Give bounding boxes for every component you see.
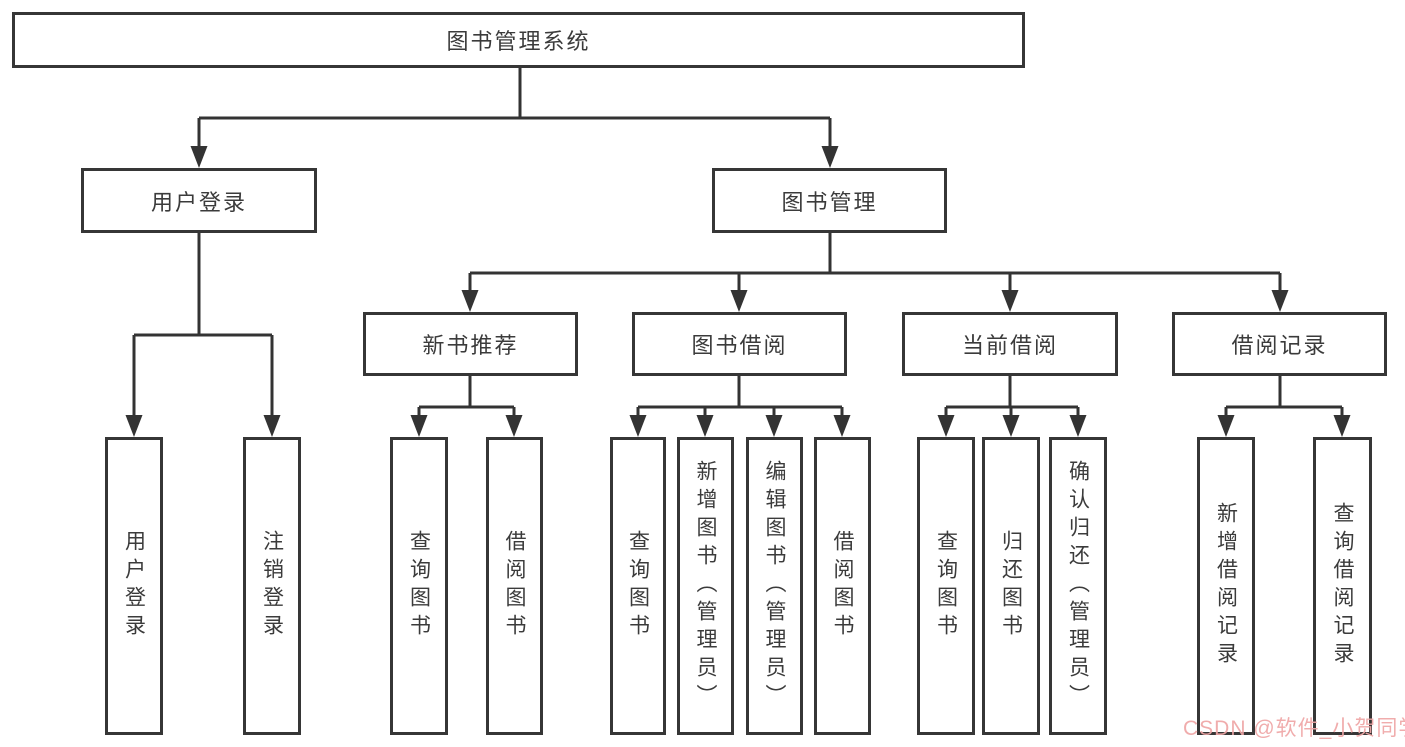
leaf-logout: 注销登录 <box>243 437 301 735</box>
leaf-borrow-query: 查询图书 <box>610 437 666 735</box>
leaf-borrow-edit-admin: 编辑图书（管理员） <box>746 437 803 735</box>
arrowhead <box>1333 415 1351 437</box>
leaf-newbook-borrow: 借阅图书 <box>486 437 543 735</box>
node-borrow-records: 借阅记录 <box>1172 312 1387 376</box>
arrowhead <box>505 415 523 437</box>
leaf-current-return: 归还图书 <box>982 437 1040 735</box>
node-book-borrow: 图书借阅 <box>632 312 847 376</box>
arrowhead <box>190 146 208 168</box>
arrowhead <box>765 415 783 437</box>
arrowhead <box>1002 415 1020 437</box>
arrowhead <box>410 415 428 437</box>
node-current-borrow: 当前借阅 <box>902 312 1118 376</box>
leaf-current-query: 查询图书 <box>917 437 975 735</box>
watermark: CSDN @软件_小贺同学 <box>1183 717 1405 740</box>
leaf-user-login: 用户登录 <box>105 437 163 735</box>
arrowhead <box>1069 415 1087 437</box>
leaf-newbook-query: 查询图书 <box>390 437 448 735</box>
arrowhead <box>1217 415 1235 437</box>
arrowhead <box>696 415 714 437</box>
leaf-borrow-borrow: 借阅图书 <box>814 437 871 735</box>
leaf-records-query: 查询借阅记录 <box>1313 437 1372 735</box>
arrowhead <box>461 290 479 312</box>
arrowhead <box>125 415 143 437</box>
arrowhead <box>629 415 647 437</box>
leaf-current-confirm-admin: 确认归还（管理员） <box>1049 437 1107 735</box>
arrowhead <box>730 290 748 312</box>
node-user-login: 用户登录 <box>81 168 317 233</box>
node-book-management: 图书管理 <box>712 168 947 233</box>
leaf-records-add: 新增借阅记录 <box>1197 437 1255 735</box>
arrowhead <box>937 415 955 437</box>
arrowhead <box>1271 290 1289 312</box>
node-root: 图书管理系统 <box>12 12 1025 68</box>
arrowhead <box>263 415 281 437</box>
arrowhead <box>821 146 839 168</box>
arrowhead <box>1001 290 1019 312</box>
node-new-book-recommend: 新书推荐 <box>363 312 578 376</box>
arrowhead <box>833 415 851 437</box>
leaf-borrow-add-admin: 新增图书（管理员） <box>677 437 734 735</box>
